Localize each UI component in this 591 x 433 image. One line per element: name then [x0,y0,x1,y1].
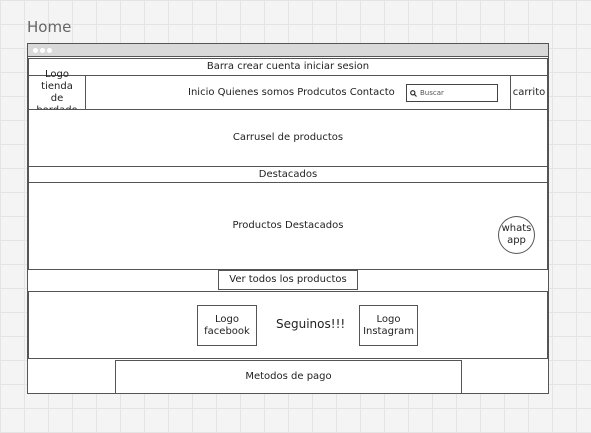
follow-us-text: Seguinos!!! [276,317,346,331]
cart-label: carrito [512,86,546,98]
payment-methods-label: Metodos de pago [245,371,332,382]
window-dot [40,48,45,53]
browser-window: Barra crear cuenta iniciar sesion Logo t… [27,43,549,394]
cart-button[interactable]: carrito [510,75,548,110]
featured-heading-label: Destacados [258,168,318,180]
window-dot [47,48,52,53]
facebook-logo-line2: facebook [204,325,250,337]
featured-heading: Destacados [28,166,548,183]
window-titlebar [28,44,548,57]
search-placeholder: Buscar [420,89,444,97]
facebook-logo[interactable]: Logo facebook [197,305,257,346]
instagram-logo[interactable]: Logo Instagram [359,305,418,346]
whatsapp-line1: whats [501,223,532,234]
featured-products-label: Productos Destacados [232,220,344,231]
search-icon [410,89,417,97]
featured-products[interactable]: Productos Destacados [28,182,548,270]
window-dot [33,48,38,53]
facebook-logo-line1: Logo [215,313,239,325]
payment-methods[interactable]: Metodos de pago [115,360,462,394]
page-title: Home [27,18,72,36]
whatsapp-button[interactable]: whats app [498,216,535,254]
instagram-logo-line2: Instagram [363,325,414,337]
product-carousel[interactable]: Carrusel de productos [28,109,548,167]
search-input[interactable]: Buscar [406,84,498,102]
view-all-button[interactable]: Ver todos los productos [218,270,358,290]
whatsapp-line2: app [507,235,526,246]
view-all-label: Ver todos los productos [229,274,347,285]
store-logo-line1: Logo tienda [41,68,73,92]
product-carousel-label: Carrusel de productos [232,132,344,143]
instagram-logo-line1: Logo [376,313,401,325]
account-bar[interactable]: Barra crear cuenta iniciar sesion [28,58,548,76]
account-bar-label: Barra crear cuenta iniciar sesion [206,61,370,72]
store-logo[interactable]: Logo tienda de bordado [28,69,86,116]
main-nav[interactable]: Inicio Quienes somos Prodcutos Contacto [188,87,395,98]
social-section [28,291,548,359]
